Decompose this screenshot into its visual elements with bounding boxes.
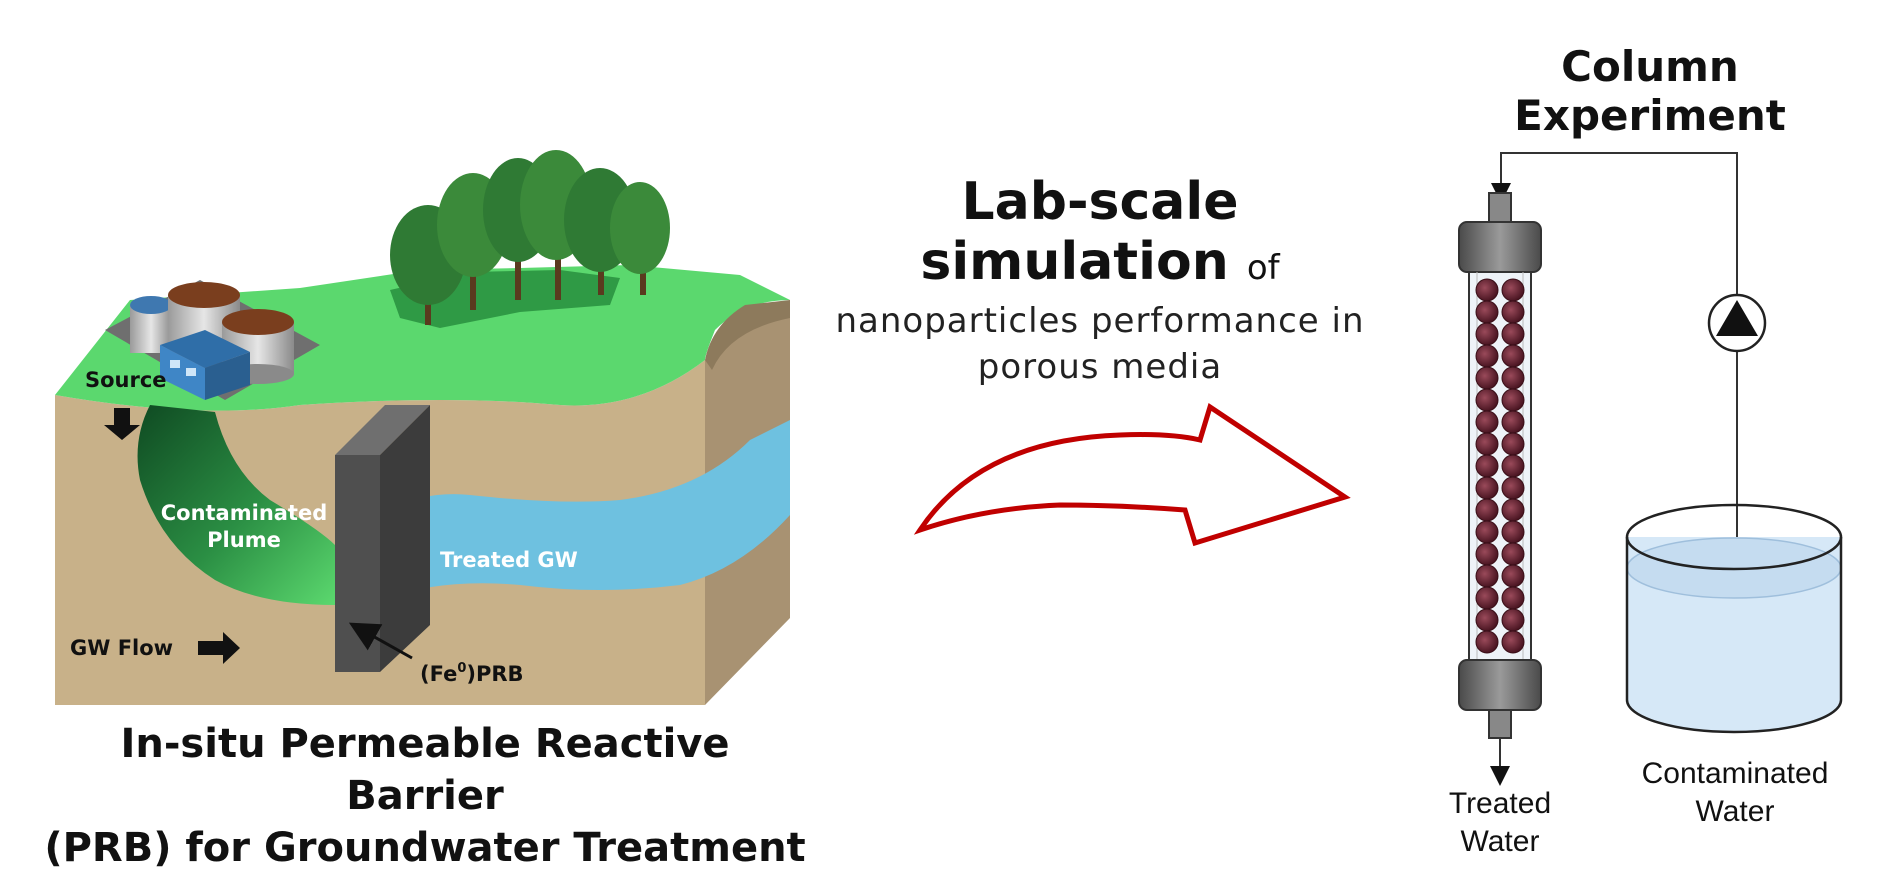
treated-water-label: Treated Water [1410,785,1590,861]
nanoparticle [1475,498,1499,522]
source-label: Source [85,368,167,392]
simulation-title-line1: Lab-scale [961,172,1239,232]
nanoparticle [1475,432,1499,456]
nanoparticle [1501,388,1525,412]
nanoparticle [1475,388,1499,412]
prb-pointer-line [348,622,413,660]
nanoparticle [1475,542,1499,566]
nanoparticle [1475,300,1499,324]
contaminated-water-label: Contaminated Water [1620,755,1850,831]
nanoparticle [1501,300,1525,324]
column-top-cap [1458,221,1542,273]
prb-block-diagram: Source Contaminated Plume Treated GW GW … [55,150,790,705]
nanoparticle [1501,542,1525,566]
simulation-text: Lab-scale simulation of nanoparticles pe… [820,172,1380,390]
plume-label-line1: Contaminated [161,501,328,525]
treated-gw-stream [380,420,790,600]
nanoparticle [1501,322,1525,346]
gw-flow-label: GW Flow [70,636,173,660]
nanoparticle [1501,498,1525,522]
prb-barrier-front [335,455,380,672]
simulation-title-of: of [1246,248,1280,288]
plume-label-line2: Plume [207,528,281,552]
nanoparticle [1501,586,1525,610]
simulation-title-line2: simulation [920,232,1229,292]
nanoparticle [1475,410,1499,434]
nanoparticle [1475,586,1499,610]
nanoparticle [1501,454,1525,478]
pump-icon [1707,293,1767,353]
nanoparticle [1501,630,1525,654]
nanoparticle [1475,322,1499,346]
contaminated-water-line1: Contaminated [1641,757,1829,790]
column-experiment [1458,152,1843,786]
simulation-title-line2-row: simulation of [820,232,1380,298]
feed-tube [1491,152,1738,600]
nanoparticle [1475,454,1499,478]
tree-icon [390,150,670,325]
column-experiment-title: Column Experiment [1514,42,1786,140]
nanoparticle [1501,344,1525,368]
nanoparticle [1475,608,1499,632]
prb-label: (Fe0)PRB [420,661,524,686]
grass-edge [705,300,790,370]
nanoparticle [1501,520,1525,544]
nanoparticle [1475,476,1499,500]
prb-caption-line1: In-situ Permeable Reactive Barrier [120,721,730,819]
prb-label-suffix: )PRB [466,662,523,686]
nanoparticle [1475,366,1499,390]
contaminated-plume [137,405,335,605]
nanoparticle [1475,630,1499,654]
prb-barrier-side [380,405,430,672]
down-arrow-icon [104,408,140,440]
nanoparticle [1501,432,1525,456]
right-arrow-icon [198,632,240,664]
nanoparticle [1501,564,1525,588]
simulation-subtitle-line1: nanoparticles performance in [835,301,1365,341]
prb-barrier-top [335,405,430,455]
prb-caption-line2: (PRB) for Groundwater Treatment [44,825,806,871]
nanoparticle [1501,410,1525,434]
treated-water-line2: Water [1460,825,1540,858]
prb-caption: In-situ Permeable Reactive Barrier (PRB)… [40,718,810,874]
nanoparticle [1475,564,1499,588]
contaminated-water-line2: Water [1695,795,1775,828]
curved-red-arrow [913,403,1351,547]
column-bottom-cap [1458,659,1542,711]
simulation-subtitle-line2: porous media [977,347,1223,387]
prb-label-prefix: (Fe [420,662,457,686]
treated-gw-label: Treated GW [440,548,578,572]
nanoparticle [1475,278,1499,302]
treatment-plant-icon [105,280,320,400]
nanoparticle [1501,476,1525,500]
treated-water-line1: Treated [1448,787,1552,820]
nanoparticle [1475,520,1499,544]
prb-label-superscript: 0 [457,661,466,676]
column-bottom-nozzle [1488,709,1512,739]
contaminated-water-beaker [1625,503,1843,734]
nanoparticle [1501,278,1525,302]
nanoparticle [1475,344,1499,368]
nanoparticle [1501,366,1525,390]
nanoparticle [1501,608,1525,632]
nanoparticle-packing [1475,278,1525,654]
